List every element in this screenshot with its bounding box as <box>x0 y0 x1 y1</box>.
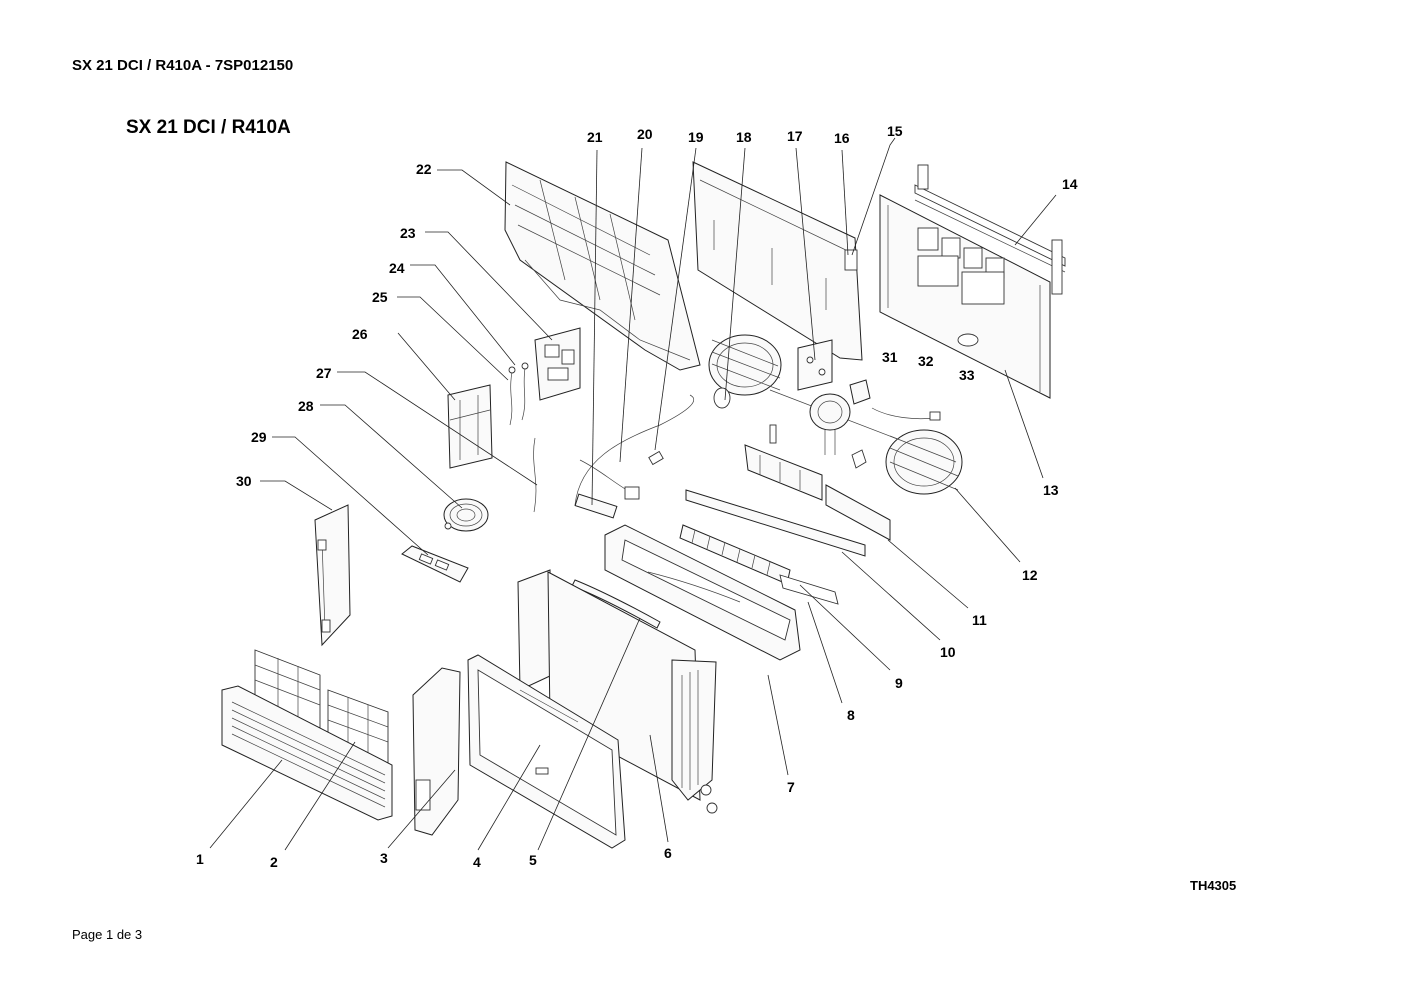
part-4-front-cover <box>467 654 626 849</box>
part-14-top-rail <box>914 164 1066 295</box>
callout-4: 4 <box>473 854 481 870</box>
part-31-32-33-components <box>849 379 941 469</box>
callout-labels: 1 2 3 4 5 6 7 8 9 10 11 12 13 14 15 16 1… <box>196 123 1078 870</box>
callout-31: 31 <box>882 349 898 365</box>
leader-lines <box>209 137 1057 851</box>
callout-27: 27 <box>316 365 332 381</box>
callout-33: 33 <box>959 367 975 383</box>
callout-16: 16 <box>834 130 850 146</box>
callout-8: 8 <box>847 707 855 723</box>
callout-23: 23 <box>400 225 416 241</box>
callout-15: 15 <box>887 123 903 139</box>
part-8-lower-louvre <box>571 579 661 629</box>
page-number: Page 1 de 3 <box>72 927 143 942</box>
callout-9: 9 <box>895 675 903 691</box>
part-1-front-grille <box>221 685 393 821</box>
callout-3: 3 <box>380 850 388 866</box>
document-title: SX 21 DCI / R410A - 7SP012150 <box>72 57 294 74</box>
callout-20: 20 <box>637 126 653 142</box>
callout-2: 2 <box>270 854 278 870</box>
part-30-side-panel-left <box>314 504 351 647</box>
part-fan-motor <box>769 389 901 455</box>
callout-1: 1 <box>196 851 204 867</box>
part-28-coil <box>443 498 489 532</box>
callout-7: 7 <box>787 779 795 795</box>
part-10-11-louvres <box>685 424 891 557</box>
callout-25: 25 <box>372 289 388 305</box>
callout-12: 12 <box>1022 567 1038 583</box>
callout-21: 21 <box>587 129 603 145</box>
callout-22: 22 <box>416 161 432 177</box>
callout-19: 19 <box>688 129 704 145</box>
callout-13: 13 <box>1043 482 1059 498</box>
part-23-control-board <box>534 327 581 401</box>
part-20-21-harness <box>574 394 695 519</box>
part-18-fan-upper <box>708 334 782 409</box>
part-26-electrical-box <box>447 384 493 469</box>
callout-5: 5 <box>529 852 537 868</box>
part-24-25-sensors <box>508 362 537 513</box>
callout-10: 10 <box>940 644 956 660</box>
part-29-remote-control <box>401 545 469 583</box>
callout-30: 30 <box>236 473 252 489</box>
part-9-deflector <box>679 524 839 605</box>
part-7-drain-pan <box>604 524 801 661</box>
callout-28: 28 <box>298 398 314 414</box>
callout-29: 29 <box>251 429 267 445</box>
part-16-back-panel <box>692 161 863 361</box>
callout-11: 11 <box>972 612 987 628</box>
callout-24: 24 <box>389 260 405 276</box>
callout-18: 18 <box>736 129 752 145</box>
part-3-side-panel-right <box>412 667 461 836</box>
diagram-title: SX 21 DCI / R410A <box>126 117 291 138</box>
part-17-motor-bracket <box>797 339 833 391</box>
callout-26: 26 <box>352 326 368 342</box>
part-22-top-frame <box>504 161 701 371</box>
callout-17: 17 <box>787 128 803 144</box>
callout-32: 32 <box>918 353 934 369</box>
part-12-fan-lower <box>885 429 963 495</box>
callout-6: 6 <box>664 845 672 861</box>
reference-code: TH4305 <box>1190 878 1237 893</box>
part-6-heat-exchanger <box>517 569 718 814</box>
part-13-mounting-plate <box>879 194 1051 399</box>
callout-14: 14 <box>1062 176 1078 192</box>
